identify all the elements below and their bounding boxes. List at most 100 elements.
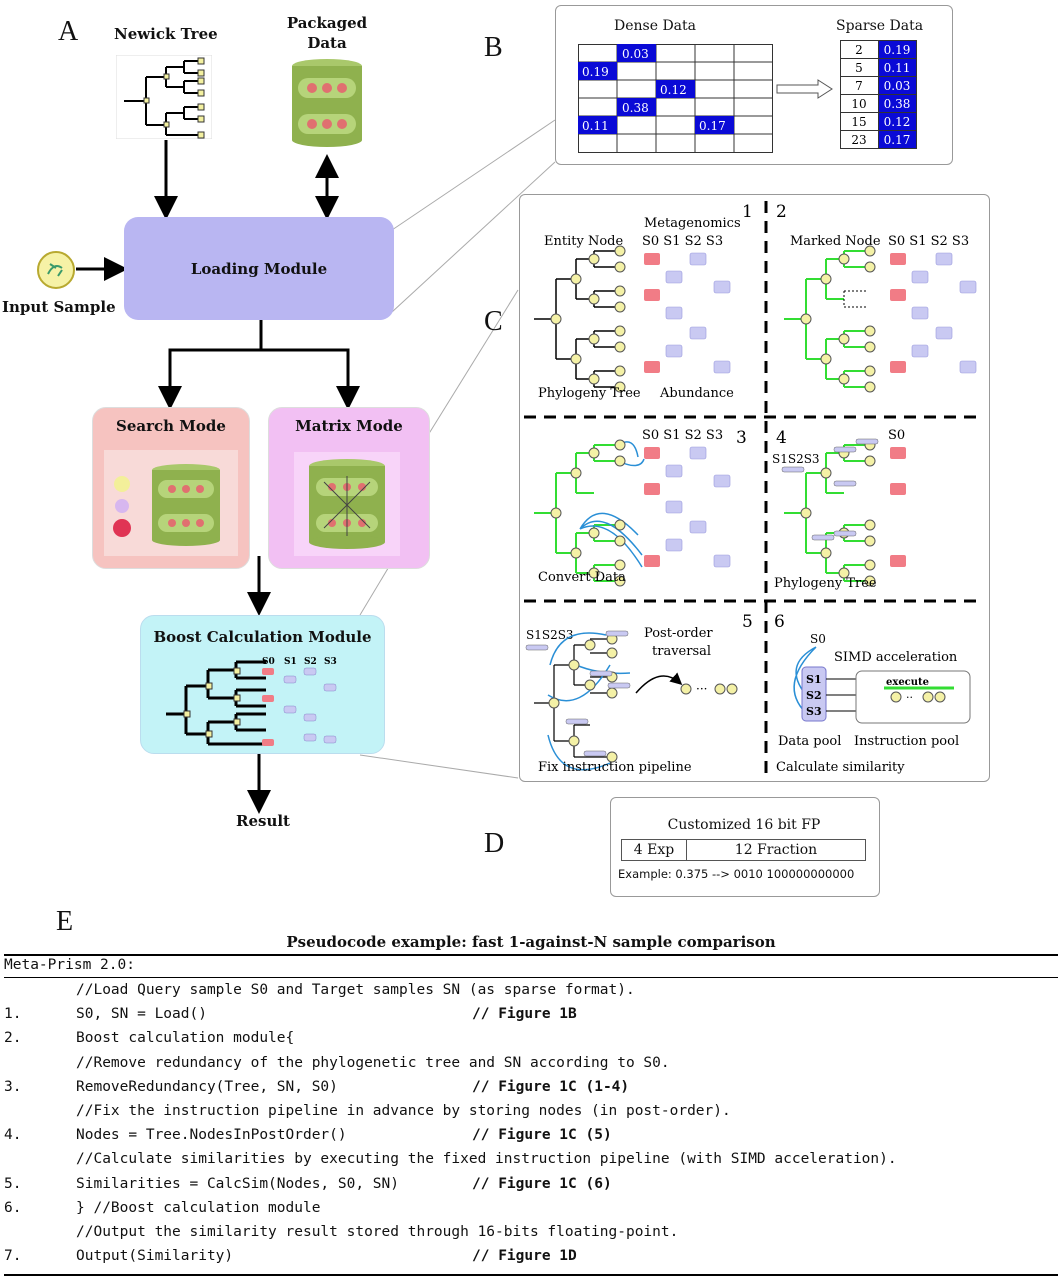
fp16-fraction-field: 12 Fraction (734, 842, 818, 858)
quadrant-number-4: 4 (776, 428, 787, 448)
search-mode-contents (104, 450, 238, 556)
panel-letter-e: E (56, 906, 74, 937)
pseudocode-line-number: 7. (4, 1248, 22, 1265)
pseudocode-line-number: 5. (4, 1175, 22, 1192)
dense-value-3: 0.12 (660, 83, 687, 97)
q3-convert-data-label: Convert Data (538, 570, 626, 585)
q2-sample-headers: S0 S1 S2 S3 (888, 234, 969, 249)
dense-data-title: Dense Data (614, 18, 696, 34)
boost-sample-s3: S3 (324, 657, 337, 667)
arrow-to-search (158, 320, 263, 410)
pseudocode-line: 5.Similarities = CalcSim(Nodes, S0, SN)/… (4, 1175, 1054, 1200)
pseudocode-code: //Remove redundancy of the phylogenetic … (76, 1054, 670, 1071)
pseudocode-code: RemoveRedundancy(Tree, SN, S0) (76, 1078, 338, 1095)
sparse-index: 5 (855, 61, 863, 75)
dense-value-1: 0.03 (622, 47, 649, 61)
fp16-bit-layout: 4 Exp 12 Fraction (621, 839, 866, 861)
pseudocode-figure-ref: // Figure 1C (6) (472, 1175, 612, 1192)
fp16-exp-field: 4 Exp (622, 840, 687, 860)
matrix-mode-contents (294, 452, 400, 556)
pseudocode-line-number: 6. (4, 1199, 22, 1216)
pseudocode-rule-bottom (4, 1274, 1058, 1276)
q5-traversal-arrow (635, 672, 683, 694)
dense-value-5: 0.11 (582, 119, 609, 133)
pseudocode-line-number: 3. (4, 1078, 22, 1095)
dense-value-2: 0.19 (582, 65, 609, 79)
q6-data-pool-label: Data pool (778, 734, 841, 749)
q1-sample-headers: S0 S1 S2 S3 (642, 234, 723, 249)
pseudocode-line-number: 2. (4, 1030, 22, 1047)
dense-to-sparse-arrow-icon (776, 79, 833, 99)
q6-instruction-pool-box (855, 670, 971, 724)
pseudocode-code: Boost calculation module{ (76, 1030, 295, 1047)
q6-pool-s3: S3 (806, 705, 822, 718)
dense-value-4: 0.38 (622, 101, 649, 115)
pseudocode-line: 6. } //Boost calculation module (4, 1199, 1054, 1224)
arrow-to-matrix (261, 348, 360, 410)
boost-sample-s1: S1 (284, 657, 297, 667)
q2-marked-node-label: Marked Node (790, 234, 881, 249)
sparse-index: 7 (855, 79, 863, 93)
pseudocode-line: //Fix the instruction pipeline in advanc… (24, 1103, 1054, 1127)
dense-value-6: 0.17 (699, 119, 726, 133)
sparse-index: 2 (855, 43, 863, 57)
pseudocode-line: //Load Query sample S0 and Target sample… (24, 982, 1054, 1006)
q6-s0-label: S0 (810, 632, 826, 646)
q6-execute-label: execute (886, 677, 929, 688)
q4-samples-left: S1S2S3 (772, 452, 820, 466)
sparse-index: 15 (851, 115, 866, 129)
pseudocode-code: Nodes = Tree.NodesInPostOrder() (76, 1127, 347, 1144)
q6-simd-label: SIMD acceleration (834, 650, 958, 665)
zoom-line-c-bottom (359, 754, 519, 779)
pseudocode-code: } //Boost calculation module (76, 1199, 321, 1216)
newick-tree-label: Newick Tree (114, 25, 218, 43)
zoom-line-c-top (424, 289, 519, 441)
pseudocode-header: Meta-Prism 2.0: (4, 957, 135, 973)
sparse-value: 0.11 (884, 61, 911, 75)
pseudocode-line: 4.Nodes = Tree.NodesInPostOrder()// Figu… (4, 1127, 1054, 1151)
pseudocode-line: 2. Boost calculation module{ (4, 1030, 1054, 1054)
q6-calc-similarity-label: Calculate similarity (776, 760, 905, 775)
sparse-value-cell (878, 130, 917, 149)
q1-phylogeny-tree (534, 245, 626, 393)
zoom-line-b-top (391, 119, 556, 231)
q6-pool-s2: S2 (806, 689, 822, 702)
loading-module: Loading Module (124, 217, 394, 320)
pseudocode-line: 7.Output(Similarity)// Figure 1D (4, 1248, 1054, 1272)
q1-abundance-label: Abundance (659, 386, 734, 401)
pseudocode-line: //Calculate similarities by executing th… (24, 1151, 1054, 1175)
quadrant-number-6: 6 (774, 612, 785, 632)
boost-sample-s2: S2 (304, 657, 317, 667)
pseudocode-code: //Calculate similarities by executing th… (76, 1151, 897, 1168)
pseudocode-code: //Output the similarity result stored th… (76, 1224, 679, 1240)
boost-tree-diagram: S0 S1 S2 S3 (166, 657, 337, 746)
sparse-value: 0.12 (884, 115, 911, 129)
svg-text:···: ··· (696, 682, 707, 696)
pseudocode-body: //Load Query sample S0 and Target sample… (4, 982, 1060, 1272)
pseudocode-code: S0, SN = Load() (76, 1006, 207, 1023)
fp16-title: Customized 16 bit FP (667, 817, 821, 833)
q5-node-sequence: ··· (680, 682, 738, 696)
q6-execute-nodes: ·· (890, 691, 946, 704)
quadrant-number-1: 1 (742, 202, 753, 222)
input-sample-icon (37, 251, 75, 289)
packaged-data-label: Packaged Data (286, 14, 368, 52)
sparse-value: 0.38 (884, 97, 911, 111)
pseudocode-line-number: 1. (4, 1006, 22, 1023)
q4-s0-label: S0 (888, 428, 905, 443)
q6-pool-s1: S1 (806, 673, 822, 686)
pseudocode-line-number: 4. (4, 1127, 22, 1144)
newick-tree-icon (116, 55, 212, 139)
sparse-index: 10 (851, 97, 866, 111)
pseudocode-line: //Output the similarity result stored th… (24, 1224, 1054, 1248)
pseudocode-title: Pseudocode example: fast 1-against-N sam… (286, 933, 776, 951)
q5-fix-pipeline-label: Fix instruction pipeline (538, 760, 692, 775)
q5-post-order-line2: traversal (652, 644, 711, 659)
input-sample-label: Input Sample (2, 298, 116, 316)
pseudocode-figure-ref: // Figure 1D (472, 1248, 577, 1265)
pseudocode-line: //Remove redundancy of the phylogenetic … (24, 1055, 1054, 1079)
pseudocode-line: 3.RemoveRedundancy(Tree, SN, S0)// Figur… (4, 1078, 1054, 1103)
q3-sample-headers: S0 S1 S2 S3 (642, 428, 723, 443)
sparse-value: 0.17 (884, 133, 911, 147)
